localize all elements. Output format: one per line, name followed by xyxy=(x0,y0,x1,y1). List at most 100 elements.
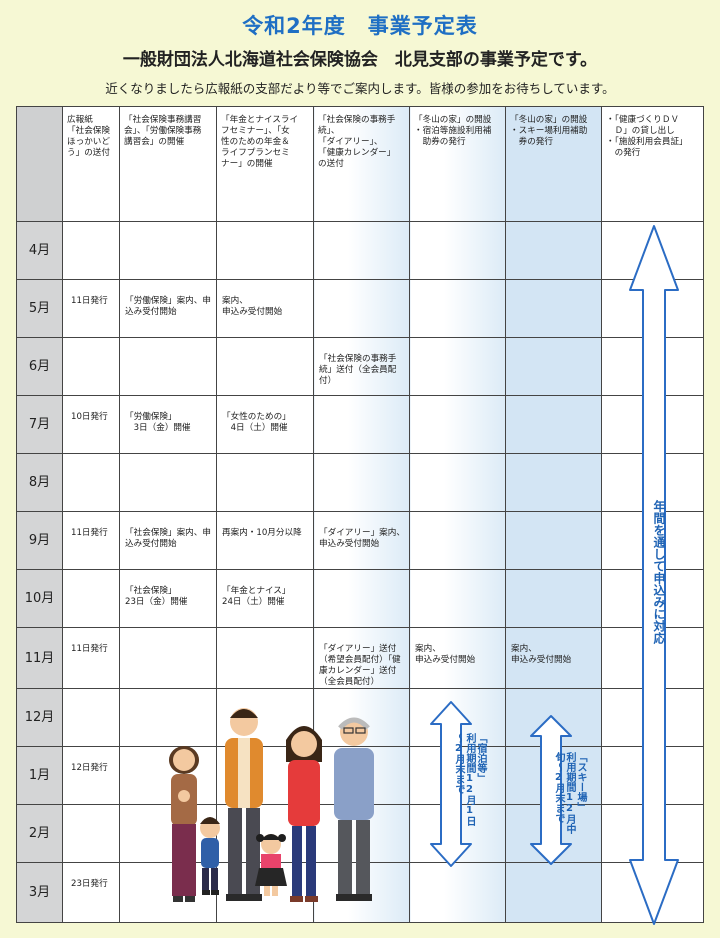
schedule-cell xyxy=(119,221,217,280)
schedule-cell xyxy=(216,337,314,396)
schedule-cell: 案内、 申込み受付開始 xyxy=(505,627,602,689)
schedule-cell xyxy=(119,688,217,747)
schedule-cell xyxy=(313,395,410,454)
schedule-cell xyxy=(119,746,217,805)
father-figure xyxy=(225,708,263,901)
girl-figure xyxy=(255,834,287,896)
schedule-cell xyxy=(409,395,506,454)
schedule-cell xyxy=(505,569,602,628)
schedule-cell: 「女性のための」 4日（土）開催 xyxy=(216,395,314,454)
schedule-cell: 「ダイアリー」送付 （希望会員配付）「健 康カレンダー」送付 （全会員配付） xyxy=(313,627,410,689)
schedule-cell: 案内、 申込み受付開始 xyxy=(409,627,506,689)
schedule-cell xyxy=(119,453,217,512)
month-row: 10月「社会保険」 23日（金）開催「年金とナイス」 24日（土）開催 xyxy=(16,569,704,628)
month-row: 8月 xyxy=(16,453,704,512)
schedule-cell xyxy=(313,688,410,747)
double-arrow-ski-icon xyxy=(530,715,572,865)
table-header-row: 広報紙 「社会保険 ほっかいど う」の送付 「社会保険事務講習 会」、「労働保険… xyxy=(16,106,704,222)
yearround-text: 年間を通して申込みに対応 xyxy=(652,500,666,644)
page-subtitle: 一般財団法人北海道社会保険協会 北見支部の事業予定です。 xyxy=(122,50,598,70)
month-label: 2月 xyxy=(16,804,63,863)
schedule-cell xyxy=(313,453,410,512)
month-row: 6月 「社会保険の事務手 続」送付（全会員配 付） xyxy=(16,337,704,396)
schedule-cell: 「労働保険」案内、申 込み受付開始 xyxy=(119,279,217,338)
column-header-dvd-card: ・「健康づくりＤＶ Ｄ」の貸し出し ・「施設利用会員証」 の発行 xyxy=(601,106,704,222)
grandfather-figure xyxy=(334,717,374,901)
schedule-cell xyxy=(216,627,314,689)
schedule-cell: 案内、 申込み受付開始 xyxy=(216,279,314,338)
month-label: 8月 xyxy=(16,453,63,512)
schedule-cell: 「ダイアリー」案内、 申込み受付開始 xyxy=(313,511,410,570)
column-header-pension-seminar: 「年金とナイスライ フセミナー」、「女 性のための年金＆ ライフプランセミ ナー… xyxy=(216,106,314,222)
schedule-cell xyxy=(409,511,506,570)
month-label: 9月 xyxy=(16,511,63,570)
schedule-cell xyxy=(409,279,506,338)
schedule-cell: 10日発行 xyxy=(62,395,120,454)
schedule-cell: 「社会保険」案内、申 込み受付開始 xyxy=(119,511,217,570)
schedule-cell xyxy=(216,221,314,280)
column-header-documents: 「社会保険の事務手 続」、 「ダイアリー」、 「健康カレンダー」 の送付 xyxy=(313,106,410,222)
column-header-seminar-training: 「社会保険事務講習 会」、「労働保険事務 講習会」の開催 xyxy=(119,106,217,222)
page-title: 令和2年度 事業予定表 xyxy=(242,14,478,38)
double-arrow-lodging-icon xyxy=(430,701,472,867)
schedule-cell xyxy=(62,804,120,863)
schedule-cell xyxy=(505,862,602,923)
schedule-cell xyxy=(505,453,602,512)
family-illustration xyxy=(169,708,374,902)
column-header-winter-lodging: 「冬山の家」の開設 ・宿泊等施設利用補 助券の発行 xyxy=(409,106,506,222)
schedule-cell xyxy=(505,279,602,338)
schedule-cell: 「社会保険」 23日（金）開催 xyxy=(119,569,217,628)
schedule-cell: 23日発行 xyxy=(62,862,120,923)
schedule-table: 広報紙 「社会保険 ほっかいど う」の送付 「社会保険事務講習 会」、「労働保険… xyxy=(16,106,704,923)
schedule-cell xyxy=(119,337,217,396)
schedule-cell: 再案内・10月分以降 xyxy=(216,511,314,570)
mother-figure xyxy=(286,726,322,902)
schedule-cell xyxy=(216,453,314,512)
schedule-cell xyxy=(313,569,410,628)
column-header-newsletter: 広報紙 「社会保険 ほっかいど う」の送付 xyxy=(62,106,120,222)
schedule-cell xyxy=(505,395,602,454)
schedule-cell xyxy=(313,279,410,338)
month-label: 12月 xyxy=(16,688,63,747)
month-label: 7月 xyxy=(16,395,63,454)
schedule-cell xyxy=(62,337,120,396)
schedule-cell xyxy=(505,221,602,280)
schedule-cell xyxy=(409,453,506,512)
schedule-cell xyxy=(119,627,217,689)
schedule-cell: 「社会保険の事務手 続」送付（全会員配 付） xyxy=(313,337,410,396)
ski-period-text: 「スキー場」 利用期間12月中 旬〜2月末まで xyxy=(553,752,586,834)
schedule-cell xyxy=(62,569,120,628)
month-label: 1月 xyxy=(16,746,63,805)
double-arrow-yearround-icon xyxy=(629,225,679,925)
notice-text: 近くなりましたら広報紙の支部だより等でご案内します。皆様の参加をお待ちしています… xyxy=(105,81,615,96)
month-label: 11月 xyxy=(16,627,63,689)
schedule-cell xyxy=(62,221,120,280)
grandmother-figure xyxy=(169,746,199,902)
schedule-cell: 12日発行 xyxy=(62,746,120,805)
boy-figure xyxy=(200,817,220,895)
schedule-cell: 11日発行 xyxy=(62,627,120,689)
month-label: 6月 xyxy=(16,337,63,396)
schedule-body: 広報紙 「社会保険 ほっかいど う」の送付 「社会保険事務講習 会」、「労働保険… xyxy=(16,106,704,923)
schedule-cell xyxy=(505,511,602,570)
month-label: 5月 xyxy=(16,279,63,338)
schedule-cell: 「年金とナイス」 24日（土）開催 xyxy=(216,569,314,628)
month-header-cell xyxy=(16,106,63,222)
schedule-cell xyxy=(409,337,506,396)
schedule-cell xyxy=(62,453,120,512)
schedule-cell xyxy=(313,221,410,280)
schedule-cell xyxy=(409,569,506,628)
schedule-cell xyxy=(119,862,217,923)
month-row: 4月 xyxy=(16,221,704,280)
schedule-cell xyxy=(409,862,506,923)
month-row: 12月 xyxy=(16,688,704,747)
schedule-cell: 11日発行 xyxy=(62,279,120,338)
column-header-winter-ski: 「冬山の家」の開設 ・スキー場利用補助 券の発行 xyxy=(505,106,602,222)
month-label: 3月 xyxy=(16,862,63,923)
month-label: 4月 xyxy=(16,221,63,280)
